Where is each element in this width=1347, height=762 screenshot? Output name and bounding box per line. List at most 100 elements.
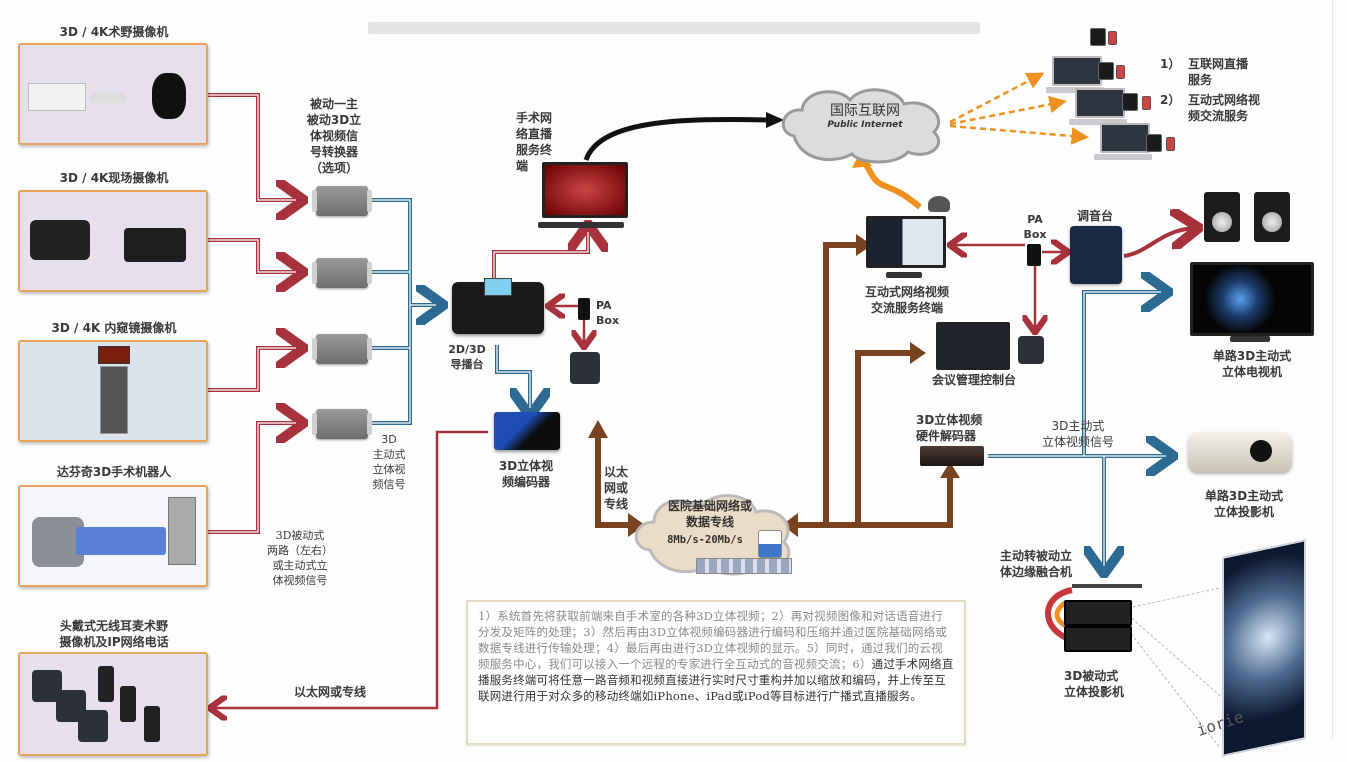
active-signal-right-label: 3D主动式 立体视频信号 — [1041, 419, 1114, 449]
conference-console-monitor — [936, 322, 1010, 370]
description-box: 1）系统首先将获取前端来自手术室的各种3D立体视频；2）再对视频图像和对话语音进… — [466, 600, 966, 745]
monitor-stand — [886, 272, 922, 278]
switcher-device — [452, 278, 544, 334]
interactive-terminal-label: 互动式网络视频 交流服务终端 — [864, 285, 949, 315]
line-switcher-terminal — [492, 228, 588, 282]
headset-icon — [120, 686, 136, 722]
endoscope-camera-title: 3D / 4K 内窥镜摄像机 — [51, 321, 177, 335]
server-rack-icon — [696, 558, 792, 574]
phone-icon — [1108, 31, 1117, 45]
line-endoscope — [207, 348, 300, 392]
mixer-label: 调音台 — [1076, 209, 1113, 223]
tablet-icon — [1146, 134, 1162, 152]
top-bar — [368, 22, 980, 34]
passive-projector-label: 3D被动式 立体投影机 — [1064, 669, 1125, 699]
tablet-icon — [1090, 28, 1106, 46]
services-list: 1） 互联网直播 服务 2） 互动式网络视 频交流服务 — [1160, 56, 1310, 124]
endoscope-monitor-icon — [98, 346, 130, 364]
phone-icon — [1116, 65, 1125, 79]
phone-icon — [1142, 96, 1151, 110]
davinci-robot-title: 达芬奇3D手术机器人 — [56, 465, 172, 479]
laptop-icon — [1069, 88, 1127, 125]
tv-screen — [1190, 262, 1314, 336]
edge-blender-label: 主动转被动立 体边缘融合机 — [1000, 549, 1073, 579]
keyboard-icon — [538, 222, 624, 228]
internet-cloud-subtitle: Public Internet — [827, 120, 903, 130]
line-switcher-encoder — [495, 345, 530, 412]
line-mixer-speakers — [1123, 228, 1195, 258]
active-signal-label: 3D 主动式 立体视 频信号 — [372, 433, 406, 491]
hospital-cloud-title: 医院基础网络或 数据专线 — [667, 499, 752, 529]
projector-label: 单路3D主动式 立体投影机 — [1204, 489, 1284, 519]
ip-phone-icon — [78, 710, 108, 742]
ptz-camera-icon — [928, 196, 950, 212]
converter-device-4 — [312, 409, 372, 439]
edge-blender-device — [1072, 584, 1142, 588]
pa-box-right-label: PA Box — [1023, 213, 1047, 241]
camera-control-unit-icon — [28, 83, 86, 111]
desk-phone-icon — [1018, 336, 1044, 364]
tablet-icon — [1098, 62, 1114, 80]
converter-device-2 — [312, 258, 372, 288]
internet-to-devices-lines — [949, 72, 1089, 145]
operating-table-icon — [76, 527, 166, 555]
service-item-2: 2） 互动式网络视 频交流服务 — [1160, 93, 1261, 123]
converter-label: 被动一主 被动3D立 体视频信 号转换器 （选项） — [306, 97, 362, 175]
pa-box-left-label: PA Box — [596, 299, 620, 327]
hospital-cloud-bandwidth: 8Mb/s-20Mb/s — [667, 534, 743, 546]
headset-icon — [98, 666, 114, 702]
network-lines — [595, 242, 953, 528]
description-grey: 1）系统首先将获取前端来自手术室的各种3D立体视频；2）再对视频图像和对话语音进… — [478, 609, 948, 671]
surgeon-console-icon — [32, 517, 84, 567]
site-camera-title: 3D / 4K现场摄像机 — [59, 171, 169, 185]
vision-cart-icon — [168, 497, 196, 565]
service-item-1: 1） 互联网直播 服务 — [1160, 57, 1249, 87]
internet-cloud — [781, 88, 941, 164]
phone-icon — [1166, 137, 1175, 151]
line-ethernet-phones — [212, 430, 488, 708]
camera-lens-icon — [152, 73, 186, 119]
line-robot — [207, 423, 300, 534]
site-camera-box — [18, 190, 208, 292]
tablet-icon — [1122, 93, 1138, 111]
converter-device-3 — [312, 334, 372, 364]
right-divider — [1332, 0, 1333, 740]
laptop-icon — [1046, 56, 1104, 93]
decoder-label: 3D立体视频 硬件解码器 — [916, 413, 983, 443]
tv-stand — [1230, 336, 1270, 342]
passive-projector-bottom — [1064, 626, 1132, 652]
encoder-label: 3D立体视 频编码器 — [498, 459, 554, 489]
endoscope-camera-box — [18, 340, 208, 442]
encoder-device — [494, 412, 560, 450]
camcorder-icon — [30, 220, 90, 260]
source-to-converter-lines — [207, 93, 300, 534]
headset-phone-title: 头戴式无线耳麦术野 摄像机及IP网络电话 — [59, 619, 169, 649]
line-cloud-encoder — [595, 438, 628, 528]
live-terminal-monitor — [542, 162, 628, 218]
switcher-label: 2D/3D 导播台 — [448, 343, 486, 371]
davinci-robot-box — [18, 485, 208, 587]
desk-phone-icon — [570, 352, 600, 384]
speaker-right-icon — [1254, 192, 1290, 242]
internet-cloud-title: 国际互联网 — [830, 103, 900, 119]
line-terminal-internet — [583, 116, 771, 161]
mixer-device — [1070, 226, 1122, 284]
ethernet-bottom-label: 以太网或专线 — [293, 685, 366, 699]
description-dark: 通过手术网络直播服务终端可将任意一路音频和视频直接进行实时尺寸重构并加以缩放和编… — [478, 657, 954, 703]
line-hub — [798, 478, 953, 528]
broadcast-camera-icon — [124, 228, 186, 262]
endoscope-tower-icon — [100, 366, 128, 434]
speaker-left-icon — [1204, 192, 1240, 242]
pa-box-left-device — [578, 298, 590, 320]
conference-console-label: 会议管理控制台 — [931, 373, 1016, 387]
field-camera-box — [18, 43, 208, 145]
ethernet-vertical-label: 以太 网或 专线 — [604, 465, 629, 511]
interactive-terminal-monitor — [866, 216, 946, 268]
decoder-device — [920, 446, 984, 466]
passive-projector-top — [1064, 600, 1132, 626]
live-terminal-label: 手术网 络直播 服务终 端 — [516, 111, 553, 173]
headset-phone-box — [18, 652, 208, 756]
field-camera-title: 3D / 4K术野摄像机 — [59, 25, 169, 39]
camera-head-icon — [90, 93, 126, 103]
